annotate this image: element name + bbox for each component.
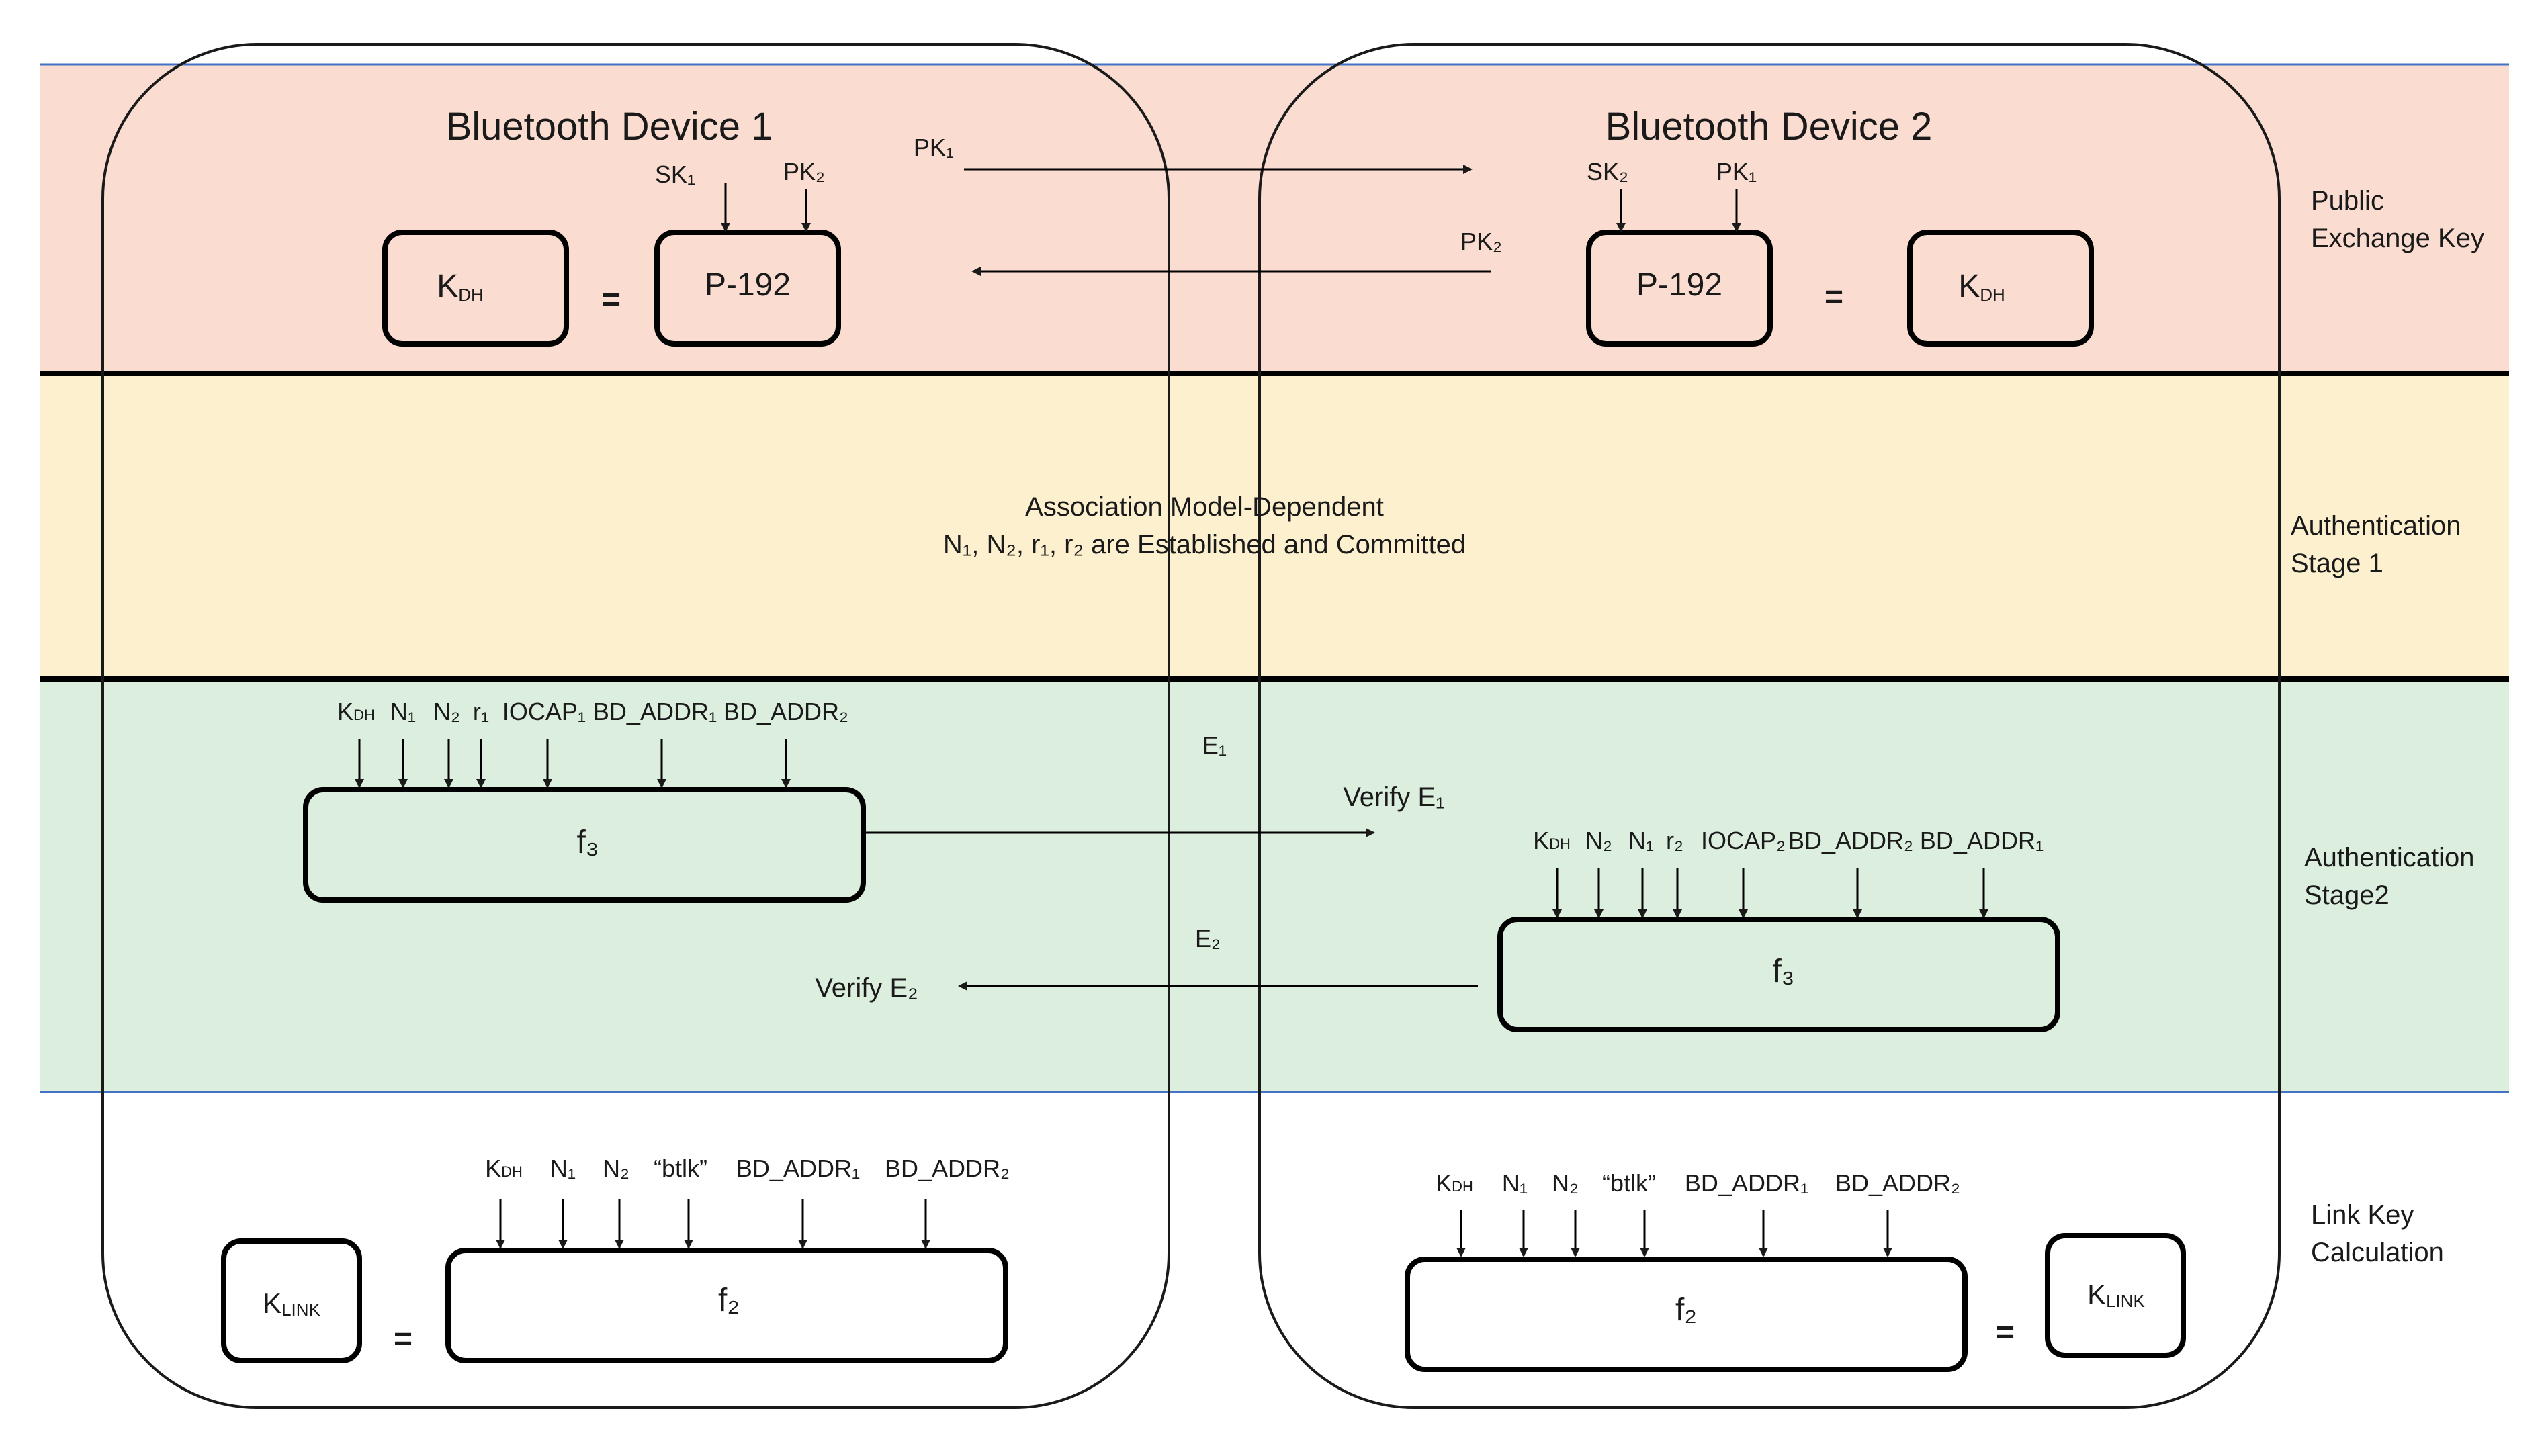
e2-label: E₂ <box>1195 925 1221 952</box>
d2-link-input-btlk: “btlk” <box>1602 1169 1656 1197</box>
d1-kdh-label: KDH <box>437 269 484 305</box>
d2-public-equals: = <box>1825 279 1843 315</box>
d2-auth2-input-iocap2: IOCAP₂ <box>1701 827 1786 854</box>
d1-sk1-label: SK₁ <box>655 161 695 188</box>
d2-link-input-bdaddr1: BD_ADDR₁ <box>1685 1169 1808 1197</box>
d1-f2-label: f₂ <box>718 1283 740 1318</box>
d2-link-input-kdh: KDH <box>1436 1169 1473 1197</box>
auth1-line2: N₁, N₂, r₁, r₂ are Established and Commi… <box>943 530 1466 559</box>
d2-f3-box <box>1497 917 2060 1032</box>
d2-auth2-input-n2: N₂ <box>1585 827 1612 854</box>
d1-p192-box <box>654 230 841 347</box>
pk2-message-label: PK₂ <box>1460 228 1502 255</box>
device1-container <box>101 43 1170 1409</box>
stage-band-link-key <box>40 1092 2509 1441</box>
d2-auth2-input-kdh: KDH <box>1533 827 1571 854</box>
d2-auth2-input-bdaddr1: BD_ADDR₁ <box>1920 827 2044 854</box>
d2-link-input-bdaddr2: BD_ADDR₂ <box>1835 1169 1960 1197</box>
d2-f3-label: f₃ <box>1773 954 1795 989</box>
d1-auth2-inputs: KDH N₁ N₂ r₁ IOCAP₁ BD_ADDR₁ BD_ADDR₂ <box>337 698 848 725</box>
stage-label-public-2: Exchange Key <box>2311 224 2484 253</box>
d1-link-input-n2: N₂ <box>603 1154 629 1182</box>
d2-klink-label: KLINK <box>2087 1279 2145 1311</box>
device2-title: Bluetooth Device 2 <box>1606 105 1933 148</box>
d1-link-input-n1: N₁ <box>550 1154 576 1182</box>
verify-e2-label: Verify E₂ <box>815 973 918 1003</box>
d1-link-input-bdaddr2: BD_ADDR₂ <box>885 1154 1010 1182</box>
d1-auth2-input-bdaddr2: BD_ADDR₂ <box>723 698 848 725</box>
auth1-line1: Association Model-Dependent <box>1025 492 1384 522</box>
d1-link-input-btlk: “btlk” <box>654 1154 707 1182</box>
d2-link-equals: = <box>1996 1315 2015 1351</box>
d2-auth2-input-n1: N₁ <box>1628 827 1654 854</box>
verify-e1-label: Verify E₁ <box>1343 782 1444 812</box>
stage-band-public-key <box>40 64 2509 373</box>
stage-label-public-1: Public <box>2311 186 2384 216</box>
pk1-message-label: PK₁ <box>914 134 954 161</box>
d2-link-input-n1: N₁ <box>1502 1169 1528 1197</box>
d1-pk2-label: PK₂ <box>783 158 825 185</box>
d1-public-equals: = <box>602 282 621 318</box>
d1-kdh-box <box>382 230 569 347</box>
d1-auth2-input-r1: r₁ <box>473 698 489 725</box>
d1-auth2-input-n2: N₂ <box>433 698 460 725</box>
d2-sk2-label: SK₂ <box>1587 158 1628 185</box>
d2-kdh-box <box>1907 230 2094 347</box>
d1-link-input-bdaddr1: BD_ADDR₁ <box>736 1154 860 1182</box>
d1-auth2-input-bdaddr1: BD_ADDR₁ <box>593 698 717 725</box>
d2-auth2-inputs: KDH N₂ N₁ r₂ IOCAP₂ BD_ADDR₂ BD_ADDR₁ <box>1533 827 2044 854</box>
d2-link-inputs: KDH N₁ N₂ “btlk” BD_ADDR₁ BD_ADDR₂ <box>1436 1169 1960 1197</box>
d2-auth2-input-bdaddr2: BD_ADDR₂ <box>1788 827 1913 854</box>
d2-link-input-n2: N₂ <box>1552 1169 1579 1197</box>
stage-label-auth1-2: Stage 1 <box>2291 549 2383 578</box>
d2-p192-box <box>1586 230 1773 347</box>
d1-auth2-input-iocap1: IOCAP₁ <box>502 698 586 725</box>
stage-label-auth2-2: Stage2 <box>2304 880 2389 910</box>
stage-label-link-2: Calculation <box>2311 1238 2444 1267</box>
d1-f3-box <box>303 787 866 903</box>
d1-klink-box <box>221 1238 362 1363</box>
stage-label-auth1-1: Authentication <box>2291 511 2461 541</box>
d2-f2-box <box>1405 1257 1968 1372</box>
stage-label-link-1: Link Key <box>2311 1200 2414 1230</box>
d2-f2-label: f₂ <box>1675 1292 1697 1328</box>
d1-link-input-kdh: KDH <box>485 1154 523 1182</box>
d2-p192-label: P-192 <box>1636 267 1722 303</box>
d1-f2-box <box>445 1248 1008 1363</box>
d1-link-inputs: KDH N₁ N₂ “btlk” BD_ADDR₁ BD_ADDR₂ <box>485 1154 1010 1182</box>
d1-auth2-input-n1: N₁ <box>390 698 416 725</box>
d2-pk1-label: PK₁ <box>1716 158 1757 185</box>
stage-band-auth1 <box>40 373 2509 679</box>
d1-p192-label: P-192 <box>705 267 791 303</box>
d1-auth2-input-kdh: KDH <box>337 698 375 725</box>
d1-klink-label: KLINK <box>263 1287 320 1320</box>
d2-klink-box <box>2045 1233 2186 1358</box>
d1-f3-label: f₃ <box>577 825 599 860</box>
e1-label: E₁ <box>1202 731 1227 759</box>
stage-band-auth2 <box>40 679 2509 1092</box>
d1-link-equals: = <box>394 1322 412 1357</box>
d2-auth2-input-r2: r₂ <box>1666 827 1683 854</box>
device1-title: Bluetooth Device 1 <box>446 105 773 148</box>
stage-label-auth2-1: Authentication <box>2304 843 2475 872</box>
d2-kdh-label: KDH <box>1958 269 2005 305</box>
device2-container <box>1258 43 2281 1409</box>
